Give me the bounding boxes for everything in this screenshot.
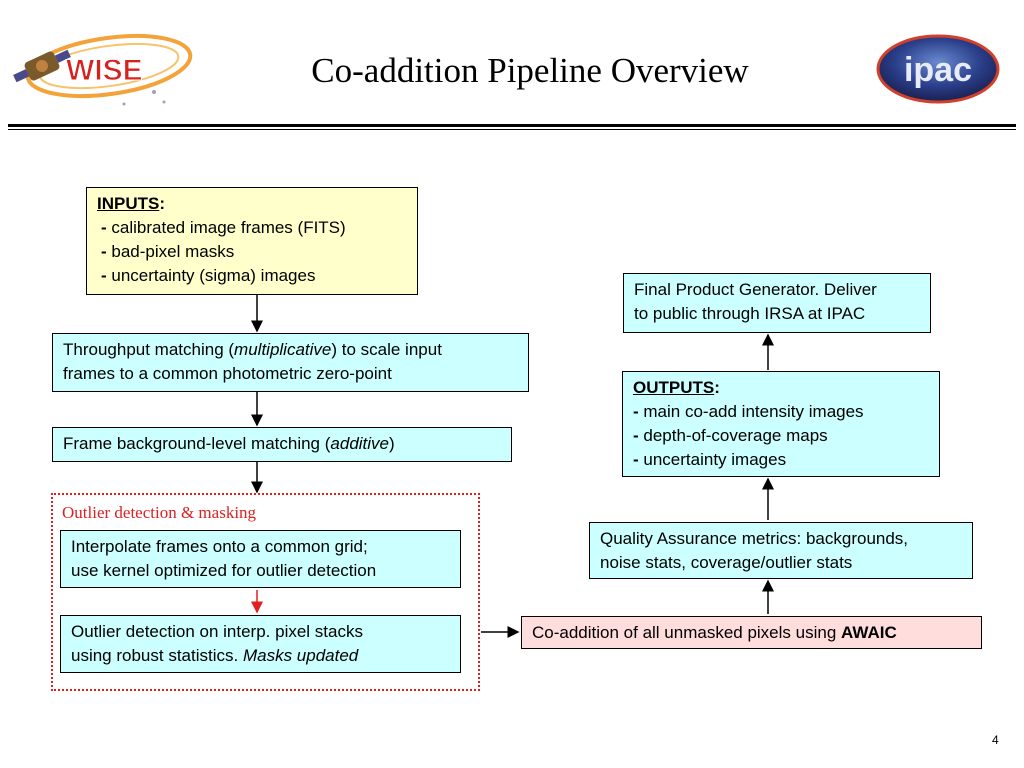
ipac-logo: ipac — [876, 34, 1000, 104]
inputs-item: - calibrated image frames (FITS) — [101, 218, 346, 237]
outputs-box: OUTPUTS: - main co-add intensity images … — [622, 371, 940, 477]
svg-text:ipac: ipac — [904, 51, 972, 89]
page-title: Co-addition Pipeline Overview — [311, 51, 749, 90]
throughput-matching-box: Throughput matching (multiplicative) to … — [52, 333, 529, 392]
inputs-heading: INPUTS — [97, 194, 160, 213]
interpolate-box: Interpolate frames onto a common grid; u… — [60, 530, 461, 588]
outlier-group-label: Outlier detection & masking — [62, 503, 257, 522]
coaddition-box: Co-addition of all unmasked pixels using… — [521, 616, 982, 649]
outputs-item: - depth-of-coverage maps — [633, 426, 828, 445]
inputs-box: INPUTS: - calibrated image frames (FITS)… — [86, 187, 418, 295]
page-number: 4 — [992, 733, 999, 747]
final-product-box: Final Product Generator. Deliver to publ… — [623, 273, 931, 333]
outputs-item: - main co-add intensity images — [633, 402, 864, 421]
inputs-item: - uncertainty (sigma) images — [101, 266, 316, 285]
title-rule-thick — [8, 124, 1016, 127]
outlier-group — [51, 493, 480, 691]
inputs-item: - bad-pixel masks — [101, 242, 235, 261]
outputs-item: - uncertainty images — [633, 450, 787, 469]
wise-logo: WISE — [4, 14, 204, 114]
background-matching-box: Frame background-level matching (additiv… — [52, 427, 512, 462]
outputs-heading: OUTPUTS — [633, 378, 715, 397]
title-rule-thin — [8, 129, 1016, 130]
outlier-detection-box: Outlier detection on interp. pixel stack… — [60, 615, 461, 673]
svg-text:WISE: WISE — [66, 54, 143, 87]
quality-assurance-box: Quality Assurance metrics: backgrounds, … — [589, 522, 973, 579]
